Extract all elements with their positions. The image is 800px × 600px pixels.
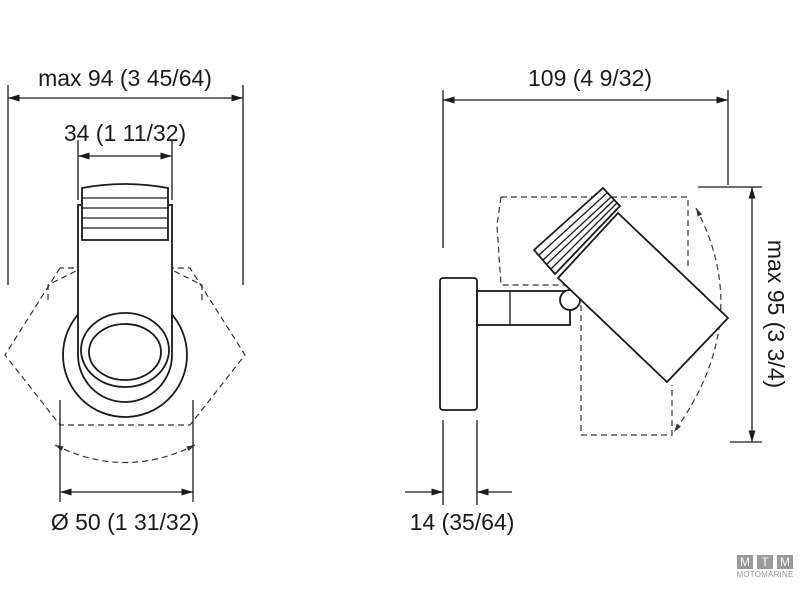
head-width-label: 34 (1 11/32)	[64, 120, 186, 146]
height-label: max 95 (3 3/4)	[763, 240, 789, 388]
ridged-head	[81, 183, 169, 241]
arm	[476, 290, 571, 326]
lamp-body-side	[556, 211, 730, 384]
wall-base-plate	[439, 277, 478, 411]
ridged-head-side	[532, 186, 622, 276]
depth-label: 109 (4 9/32)	[528, 65, 652, 91]
lens	[88, 323, 162, 381]
watermark-letter: M	[737, 555, 753, 569]
base-thickness-label: 14 (35/64)	[410, 509, 515, 535]
watermark-letter: T	[757, 555, 773, 569]
watermark-logo: M T M MOTOMARINE	[734, 555, 796, 579]
watermark-letter: M	[777, 555, 793, 569]
overall-width-label: max 94 (3 45/64)	[38, 65, 212, 91]
base-diameter-label: Ø 50 (1 31/32)	[51, 509, 199, 535]
watermark-name: MOTOMARINE	[736, 570, 794, 579]
front-view: max 94 (3 45/64) 34 (1 11/32) Ø 50 (1 31…	[4, 65, 246, 535]
side-view: 109 (4 9/32) max 95 (3 3/4) 14 (35/64)	[405, 65, 789, 535]
